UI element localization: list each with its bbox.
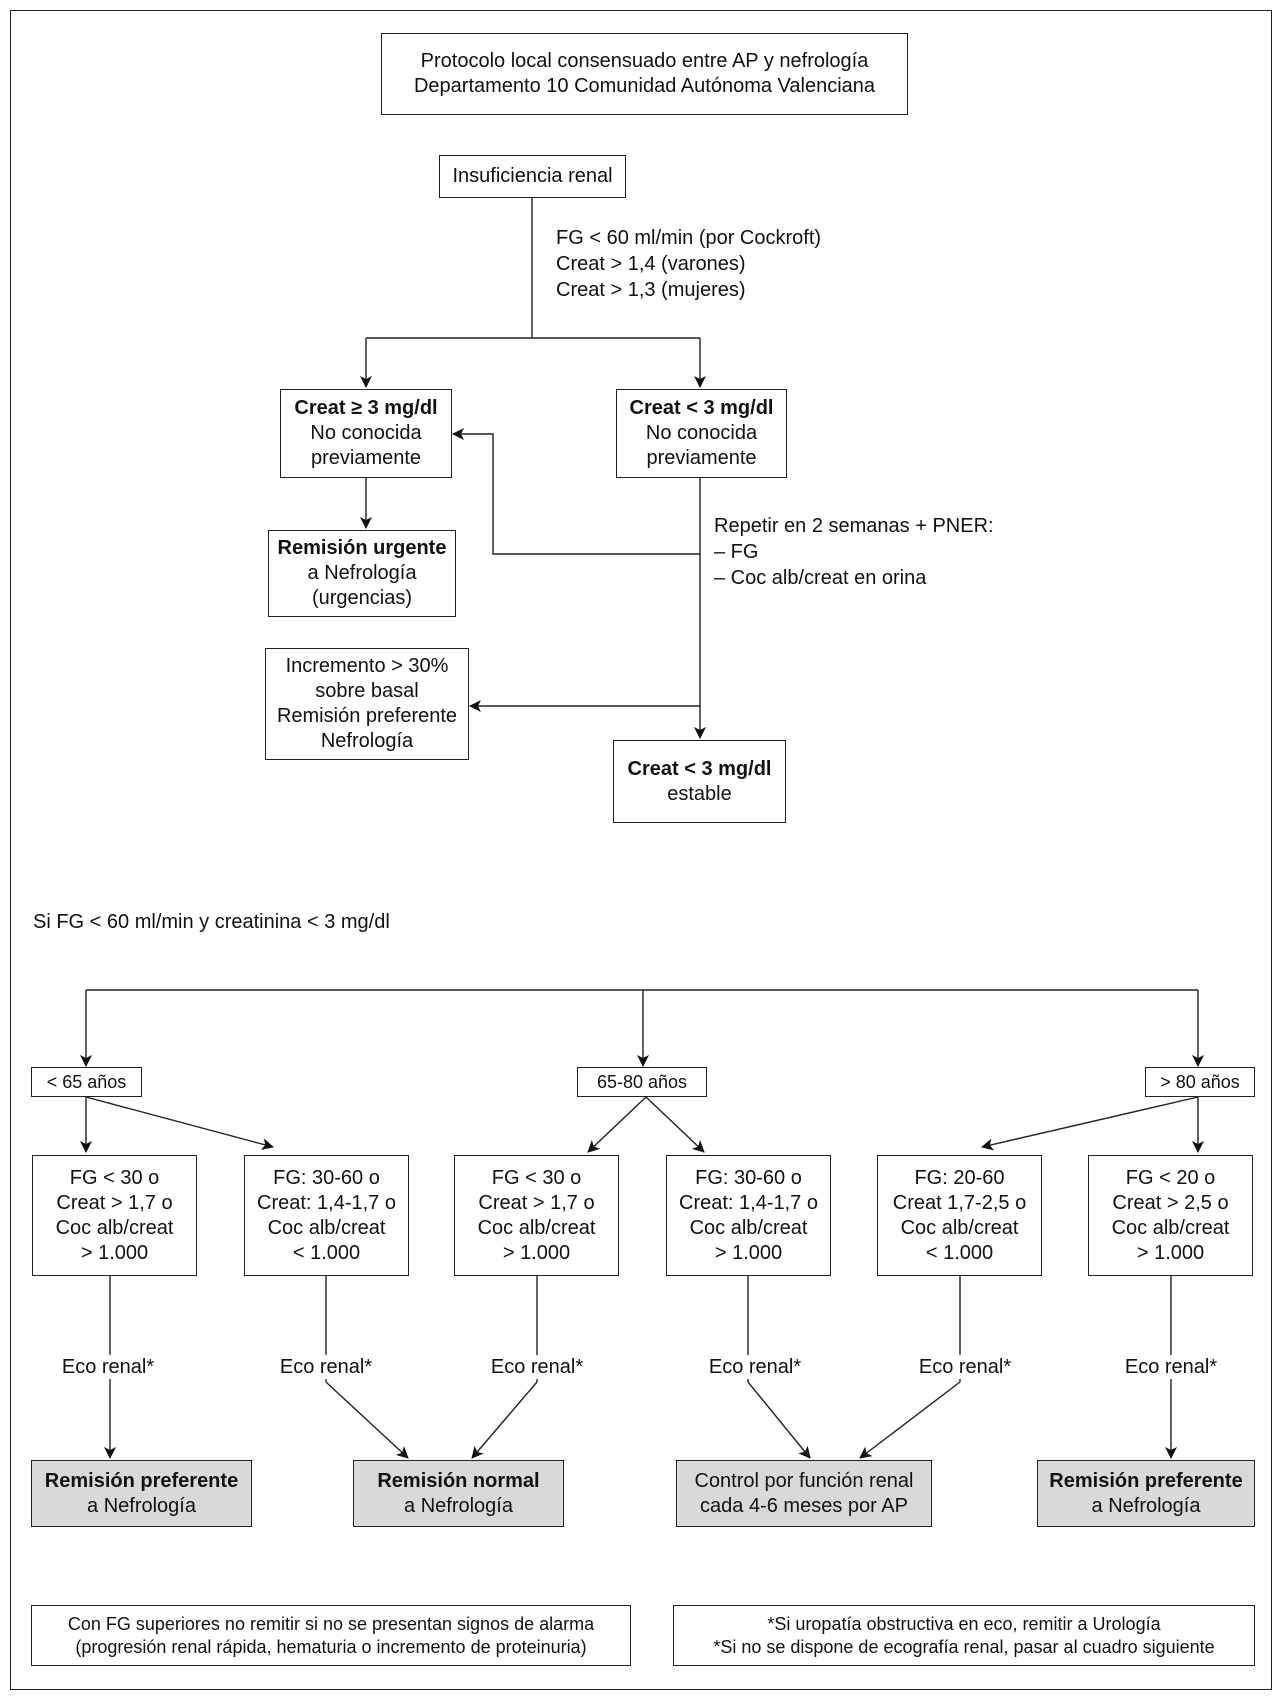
outcome-box-preferente-2: Remisión preferente a Nefrología xyxy=(1037,1460,1255,1527)
criteria-box-3-line-2: Creat > 1,7 o xyxy=(478,1191,595,1214)
criteria-box-3-line-1: FG < 30 o xyxy=(491,1166,582,1189)
eco-renal-label-4: Eco renal* xyxy=(706,1355,804,1379)
criteria-box-4-line-2: Creat: 1,4-1,7 o xyxy=(679,1191,818,1214)
age-box-under-65: < 65 años xyxy=(31,1067,142,1097)
age-label-65-80: 65-80 años xyxy=(596,1071,688,1092)
repeat-line-3: – Coc alb/creat en orina xyxy=(714,567,927,589)
criteria-box-5-line-2: Creat 1,7-2,5 o xyxy=(892,1191,1027,1214)
criteria-line-1: FG < 60 ml/min (por Cockroft) xyxy=(556,227,822,249)
eco-renal-label-3: Eco renal* xyxy=(488,1355,586,1379)
repeat-instructions-label: Repetir en 2 semanas + PNER: – FG – Coc … xyxy=(714,513,994,591)
repeat-line-2: – FG xyxy=(714,541,759,563)
increment-line-3: Remisión preferente xyxy=(276,705,458,727)
creat-ge-3-title: Creat ≥ 3 mg/dl xyxy=(294,397,438,419)
start-node-insuficiencia-renal: Insuficiencia renal xyxy=(439,155,626,198)
start-node-label: Insuficiencia renal xyxy=(452,165,613,187)
outcome-box-control-ap: Control por función renal cada 4-6 meses… xyxy=(676,1460,932,1527)
section2-title: Si FG < 60 ml/min y creatinina < 3 mg/dl xyxy=(33,909,390,935)
eco-renal-label-6: Eco renal* xyxy=(1122,1355,1220,1379)
creat-ge-3-box: Creat ≥ 3 mg/dl No conocida previamente xyxy=(280,389,452,478)
outcome-2-title: Remisión normal xyxy=(377,1469,540,1492)
criteria-box-3-line-4: > 1.000 xyxy=(502,1241,571,1264)
outcome-1-line: a Nefrología xyxy=(87,1494,196,1517)
age-label-over-80: > 80 años xyxy=(1160,1071,1240,1092)
criteria-box-1-line-3: Coc alb/creat xyxy=(55,1216,174,1239)
urgent-referral-line-2: (urgencias) xyxy=(311,587,413,609)
criteria-box-1-line-4: > 1.000 xyxy=(80,1241,149,1264)
protocol-header-box: Protocolo local consensuado entre AP y n… xyxy=(381,33,908,115)
criteria-box-2-line-1: FG: 30-60 o xyxy=(273,1166,380,1189)
creat-lt-3-line-2: previamente xyxy=(646,447,757,469)
criteria-box-5-line-3: Coc alb/creat xyxy=(900,1216,1019,1239)
criteria-box-1-line-2: Creat > 1,7 o xyxy=(56,1191,173,1214)
note-right-line-2: *Si no se dispone de ecografía renal, pa… xyxy=(713,1636,1215,1657)
note-left-line-2: (progresión renal rápida, hematuria o in… xyxy=(75,1636,587,1657)
criteria-box-1-line-1: FG < 30 o xyxy=(69,1166,160,1189)
increment-referral-box: Incremento > 30% sobre basal Remisión pr… xyxy=(265,648,469,760)
criteria-box-5: FG: 20-60 Creat 1,7-2,5 o Coc alb/creat … xyxy=(877,1155,1042,1276)
outcome-3-line-1: Control por función renal xyxy=(694,1469,914,1492)
outer-frame xyxy=(10,10,1272,1690)
criteria-box-6: FG < 20 o Creat > 2,5 o Coc alb/creat > … xyxy=(1088,1155,1253,1276)
increment-line-4: Nefrología xyxy=(320,730,414,752)
creat-stable-title: Creat < 3 mg/dl xyxy=(627,757,772,780)
increment-line-2: sobre basal xyxy=(315,680,419,702)
outcome-1-title: Remisión preferente xyxy=(44,1469,239,1492)
header-line-2: Departamento 10 Comunidad Autónoma Valen… xyxy=(413,75,876,97)
creat-stable-box: Creat < 3 mg/dl estable xyxy=(613,740,786,823)
eco-renal-label-5: Eco renal* xyxy=(916,1355,1014,1379)
outcome-3-line-2: cada 4-6 meses por AP xyxy=(700,1494,908,1517)
creat-ge-3-line-2: previamente xyxy=(310,447,422,469)
entry-criteria-label: FG < 60 ml/min (por Cockroft) Creat > 1,… xyxy=(556,225,821,303)
age-label-under-65: < 65 años xyxy=(46,1071,127,1092)
criteria-box-6-line-2: Creat > 2,5 o xyxy=(1112,1191,1229,1214)
increment-line-1: Incremento > 30% xyxy=(285,655,449,677)
criteria-box-6-line-3: Coc alb/creat xyxy=(1111,1216,1230,1239)
creat-ge-3-line-1: No conocida xyxy=(310,422,422,444)
criteria-box-2-line-2: Creat: 1,4-1,7 o xyxy=(257,1191,396,1214)
criteria-box-4-line-1: FG: 30-60 o xyxy=(695,1166,802,1189)
note-box-urology: *Si uropatía obstructiva en eco, remitir… xyxy=(673,1605,1255,1666)
note-right-line-1: *Si uropatía obstructiva en eco, remitir… xyxy=(767,1613,1161,1634)
criteria-box-1: FG < 30 o Creat > 1,7 o Coc alb/creat > … xyxy=(32,1155,197,1276)
criteria-box-2-line-3: Coc alb/creat xyxy=(267,1216,386,1239)
outcome-box-preferente-1: Remisión preferente a Nefrología xyxy=(31,1460,252,1527)
eco-renal-label-2: Eco renal* xyxy=(277,1355,375,1379)
creat-lt-3-box: Creat < 3 mg/dl No conocida previamente xyxy=(616,389,787,478)
note-box-alarm-signs: Con FG superiores no remitir si no se pr… xyxy=(31,1605,631,1666)
creat-lt-3-line-1: No conocida xyxy=(645,422,758,444)
criteria-box-5-line-1: FG: 20-60 xyxy=(914,1166,1005,1189)
section2-title-text: Si FG < 60 ml/min y creatinina < 3 mg/dl xyxy=(33,911,390,933)
creat-stable-line-1: estable xyxy=(667,782,732,805)
criteria-box-4-line-3: Coc alb/creat xyxy=(689,1216,808,1239)
criteria-box-5-line-4: < 1.000 xyxy=(925,1241,994,1264)
criteria-box-2: FG: 30-60 o Creat: 1,4-1,7 o Coc alb/cre… xyxy=(244,1155,409,1276)
criteria-box-6-line-1: FG < 20 o xyxy=(1125,1166,1216,1189)
creat-lt-3-title: Creat < 3 mg/dl xyxy=(629,397,774,419)
criteria-box-3: FG < 30 o Creat > 1,7 o Coc alb/creat > … xyxy=(454,1155,619,1276)
urgent-referral-line-1: a Nefrología xyxy=(307,562,417,584)
criteria-box-6-line-4: > 1.000 xyxy=(1136,1241,1205,1264)
outcome-4-line: a Nefrología xyxy=(1091,1494,1201,1517)
urgent-referral-title: Remisión urgente xyxy=(277,537,447,559)
criteria-line-2: Creat > 1,4 (varones) xyxy=(556,253,746,275)
repeat-line-1: Repetir en 2 semanas + PNER: xyxy=(714,515,994,537)
outcome-4-title: Remisión preferente xyxy=(1049,1469,1243,1492)
age-box-over-80: > 80 años xyxy=(1145,1067,1255,1097)
eco-renal-label-1: Eco renal* xyxy=(59,1355,157,1379)
age-box-65-80: 65-80 años xyxy=(577,1067,707,1097)
header-line-1: Protocolo local consensuado entre AP y n… xyxy=(420,50,869,72)
criteria-line-3: Creat > 1,3 (mujeres) xyxy=(556,279,746,301)
outcome-2-line: a Nefrología xyxy=(404,1494,513,1517)
outcome-box-normal: Remisión normal a Nefrología xyxy=(353,1460,564,1527)
criteria-box-4: FG: 30-60 o Creat: 1,4-1,7 o Coc alb/cre… xyxy=(666,1155,831,1276)
criteria-box-3-line-3: Coc alb/creat xyxy=(477,1216,596,1239)
criteria-box-2-line-4: < 1.000 xyxy=(292,1241,361,1264)
urgent-referral-box: Remisión urgente a Nefrología (urgencias… xyxy=(268,530,456,617)
criteria-box-4-line-4: > 1.000 xyxy=(714,1241,783,1264)
note-left-line-1: Con FG superiores no remitir si no se pr… xyxy=(67,1613,595,1634)
